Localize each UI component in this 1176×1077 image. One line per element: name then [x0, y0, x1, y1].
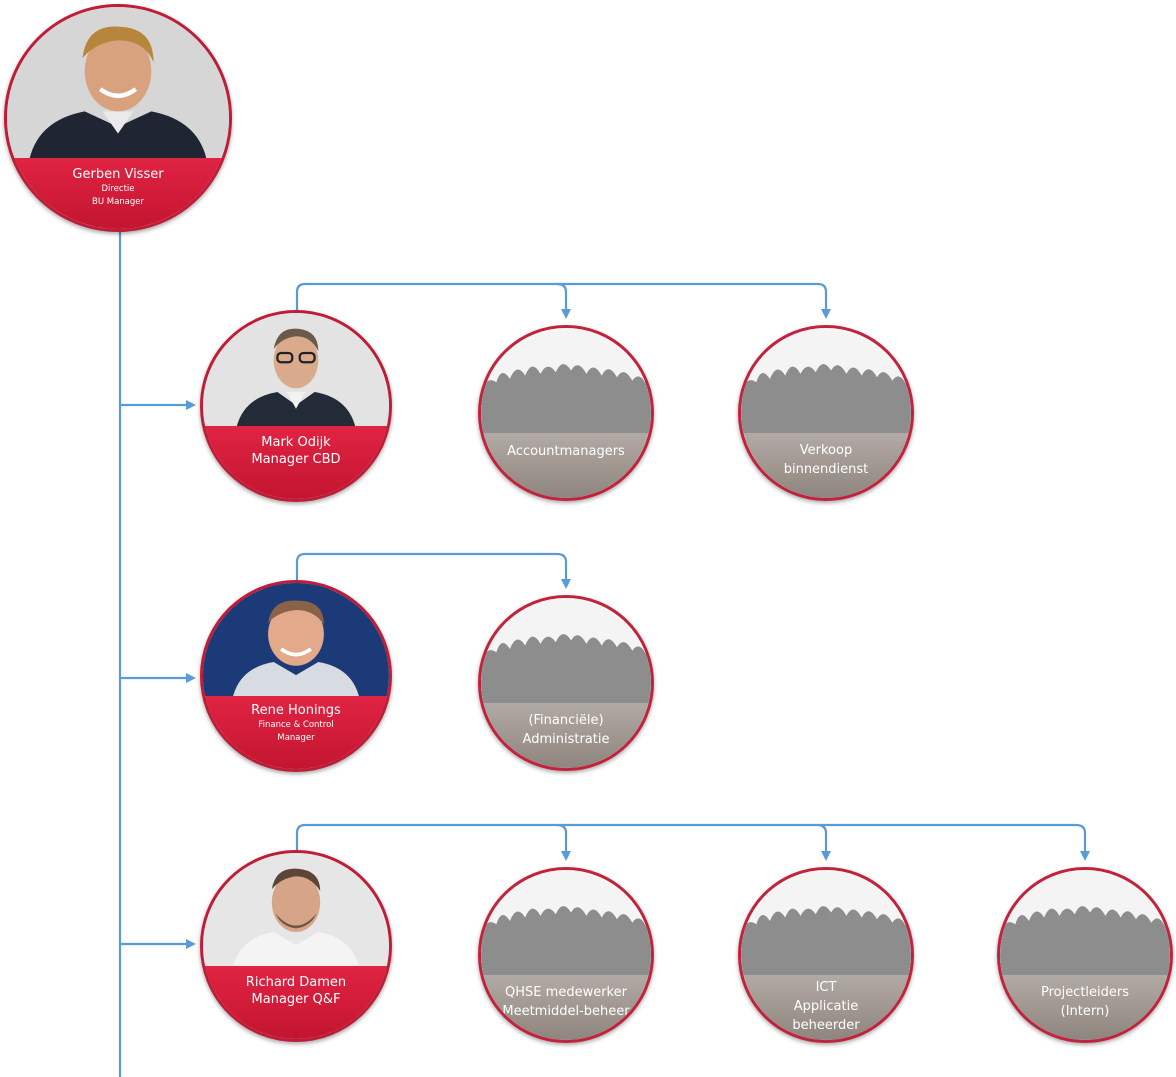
crowd-silhouette-icon	[741, 870, 911, 976]
director-name: Gerben Visser	[72, 166, 164, 182]
crowd-silhouette-icon	[481, 598, 651, 704]
manager-name: Mark Odijk	[261, 435, 331, 451]
team-caption: Verkoop binnendienst	[741, 433, 911, 498]
manager-photo	[203, 853, 389, 967]
crowd-silhouette-icon	[1000, 870, 1170, 976]
director-photo	[7, 7, 229, 158]
team-label-1: Projectleiders	[1040, 985, 1130, 1001]
node-team-financiele-administratie[interactable]: (Financiële) Administratie	[478, 595, 654, 771]
node-director[interactable]: Gerben Visser Directie BU Manager	[4, 4, 232, 232]
manager-photo	[203, 313, 389, 427]
crowd-silhouette-icon	[481, 870, 651, 976]
director-title-2: BU Manager	[91, 196, 144, 207]
arrow-ict	[816, 823, 831, 861]
manager-photo	[203, 583, 389, 697]
node-manager-mark-odijk[interactable]: Mark Odijk Manager CBD	[200, 310, 392, 502]
node-team-verkoop-binnendienst[interactable]: Verkoop binnendienst	[738, 325, 914, 501]
manager-caption: Rene Honings Finance & Control Manager	[203, 696, 389, 769]
manager-caption: Richard Damen Manager Q&F	[203, 966, 389, 1039]
node-team-ict-applicatie-beheerder[interactable]: ICT Applicatie beheerder	[738, 867, 914, 1043]
team-caption: ICT Applicatie beheerder	[741, 975, 911, 1040]
node-manager-rene-honings[interactable]: Rene Honings Finance & Control Manager	[200, 580, 392, 772]
bracket-rene-honings	[295, 552, 571, 589]
team-caption: (Financiële) Administratie	[481, 703, 651, 768]
bracket-richard-damen	[295, 823, 1090, 861]
team-label-3: beheerder	[792, 1018, 860, 1034]
node-team-accountmanagers[interactable]: Accountmanagers	[478, 325, 654, 501]
team-label: Accountmanagers	[507, 444, 625, 460]
director-title-1: Directie	[101, 183, 135, 194]
director-caption: Gerben Visser Directie BU Manager	[7, 157, 229, 229]
team-label-1: Verkoop	[799, 443, 853, 459]
team-caption: QHSE medewerker Meetmiddel-beheer	[481, 975, 651, 1040]
team-label-2: Administratie	[522, 732, 610, 748]
manager-name: Richard Damen	[245, 975, 347, 991]
node-team-qhse-medewerker[interactable]: QHSE medewerker Meetmiddel-beheer	[478, 867, 654, 1043]
team-label-1: ICT	[815, 980, 837, 996]
manager-title: Manager CBD	[251, 452, 341, 468]
team-caption: Projectleiders (Intern)	[1000, 975, 1170, 1040]
node-manager-richard-damen[interactable]: Richard Damen Manager Q&F	[200, 850, 392, 1042]
manager-caption: Mark Odijk Manager CBD	[203, 426, 389, 499]
manager-title: Manager Q&F	[251, 992, 341, 1008]
team-label-2: Applicatie	[793, 999, 859, 1015]
team-caption: Accountmanagers	[481, 433, 651, 498]
team-label-1: QHSE medewerker	[505, 985, 627, 1001]
bracket-mark-odijk	[295, 282, 828, 312]
team-label-2: (Intern)	[1060, 1004, 1110, 1020]
manager-name: Rene Honings	[251, 703, 341, 719]
crowd-silhouette-icon	[741, 328, 911, 434]
team-label-1: (Financiële)	[528, 713, 604, 729]
team-label-2: binnendienst	[783, 462, 869, 478]
manager-title-1: Finance & Control	[258, 720, 334, 731]
crowd-silhouette-icon	[481, 328, 651, 434]
arrow-qhse	[556, 823, 571, 861]
node-team-projectleiders-intern[interactable]: Projectleiders (Intern)	[997, 867, 1173, 1043]
team-label-2: Meetmiddel-beheer	[502, 1004, 630, 1020]
arrow-accountmanagers	[556, 282, 571, 319]
manager-title-2: Manager	[277, 733, 315, 744]
